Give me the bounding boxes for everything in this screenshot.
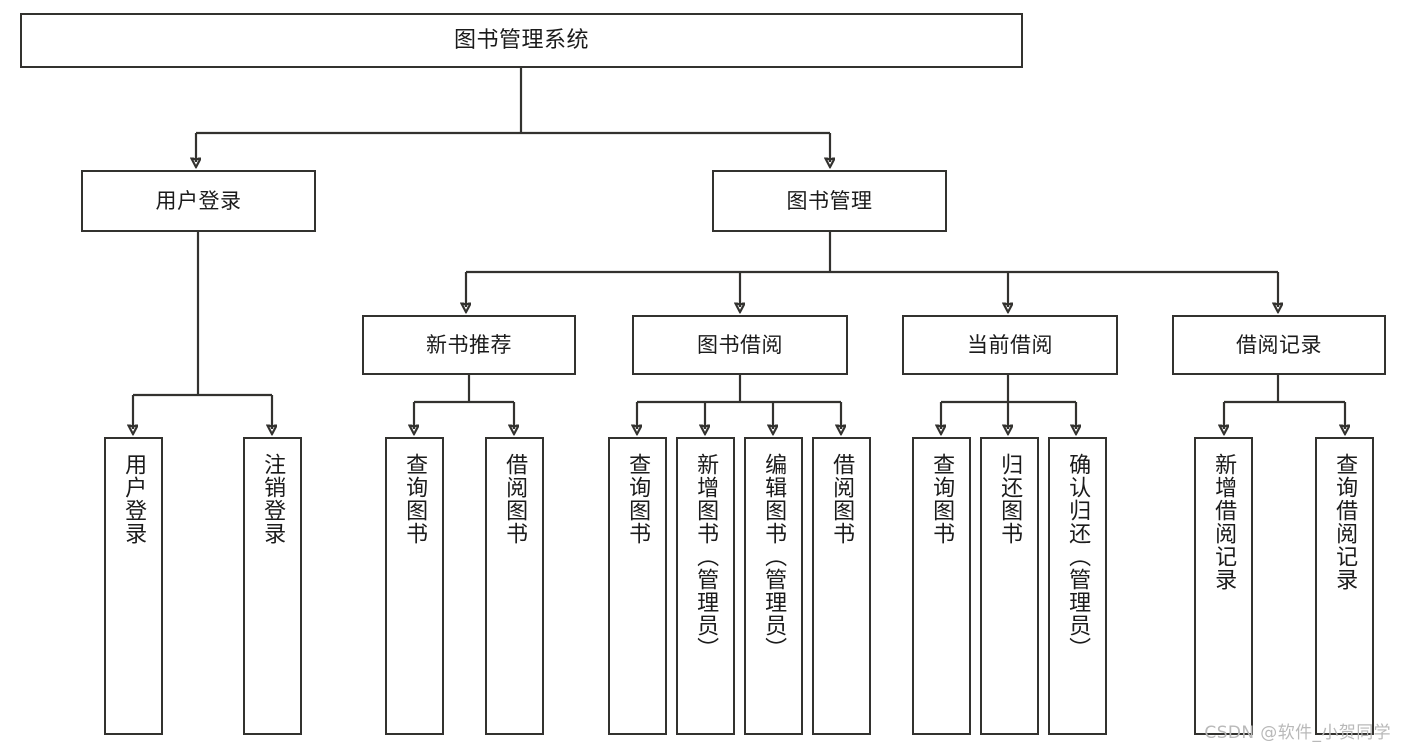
leaf-edit-book-admin[interactable]: 编辑图书（管理员） — [744, 437, 803, 735]
leaf-return-book[interactable]: 归还图书 — [980, 437, 1039, 735]
node-label: 查询图书 — [402, 453, 428, 545]
node-label: 借阅记录 — [1236, 332, 1322, 357]
node-label: 图书管理系统 — [453, 27, 589, 53]
csdn-watermark: CSDN @软件_小贺同学 — [1204, 723, 1391, 743]
node-label: 查询借阅记录 — [1332, 453, 1358, 591]
node-label: 新书推荐 — [426, 332, 512, 357]
node-new-book-recommend[interactable]: 新书推荐 — [362, 315, 576, 375]
node-label: 借阅图书 — [829, 453, 855, 545]
leaf-query-book-borrow[interactable]: 查询图书 — [608, 437, 667, 735]
leaf-user-login[interactable]: 用户登录 — [104, 437, 163, 735]
node-label: 归还图书 — [997, 453, 1023, 545]
node-book-borrow[interactable]: 图书借阅 — [632, 315, 848, 375]
node-current-borrow[interactable]: 当前借阅 — [902, 315, 1118, 375]
connector-bookmgmt-to-level2 — [466, 232, 1278, 307]
node-book-management-system[interactable]: 图书管理系统 — [20, 13, 1023, 68]
leaf-borrow-book-recommend[interactable]: 借阅图书 — [485, 437, 544, 735]
node-label: 注销登录 — [260, 453, 286, 545]
connector-currentborrow-to-leaves — [941, 375, 1076, 429]
connector-borrowrecord-to-leaves — [1224, 375, 1345, 429]
node-label: 编辑图书（管理员） — [761, 453, 787, 660]
node-label: 图书管理 — [786, 188, 873, 213]
leaf-query-book-current[interactable]: 查询图书 — [912, 437, 971, 735]
leaf-add-book-admin[interactable]: 新增图书（管理员） — [676, 437, 735, 735]
node-label: 用户登录 — [121, 453, 147, 545]
leaf-confirm-return-admin[interactable]: 确认归还（管理员） — [1048, 437, 1107, 735]
node-label: 查询图书 — [929, 453, 955, 545]
node-label: 当前借阅 — [967, 332, 1053, 357]
connector-userlogin-to-leaves — [133, 232, 272, 429]
connector-newbook-to-leaves — [414, 375, 514, 429]
node-label: 新增借阅记录 — [1211, 453, 1237, 591]
node-label: 用户登录 — [155, 188, 242, 213]
connector-bookborrow-to-leaves — [637, 375, 841, 429]
leaf-logout-login[interactable]: 注销登录 — [243, 437, 302, 735]
leaf-add-borrow-record[interactable]: 新增借阅记录 — [1194, 437, 1253, 735]
node-label: 确认归还（管理员） — [1065, 453, 1091, 660]
node-label: 借阅图书 — [502, 453, 528, 545]
node-borrow-record[interactable]: 借阅记录 — [1172, 315, 1386, 375]
node-label: 查询图书 — [625, 453, 651, 545]
node-book-management[interactable]: 图书管理 — [712, 170, 947, 232]
connector-root-to-level1 — [196, 68, 830, 162]
leaf-query-book-recommend[interactable]: 查询图书 — [385, 437, 444, 735]
leaf-borrow-book[interactable]: 借阅图书 — [812, 437, 871, 735]
node-label: 图书借阅 — [697, 332, 783, 357]
node-label: 新增图书（管理员） — [693, 453, 719, 660]
node-user-login[interactable]: 用户登录 — [81, 170, 316, 232]
leaf-query-borrow-record[interactable]: 查询借阅记录 — [1315, 437, 1374, 735]
